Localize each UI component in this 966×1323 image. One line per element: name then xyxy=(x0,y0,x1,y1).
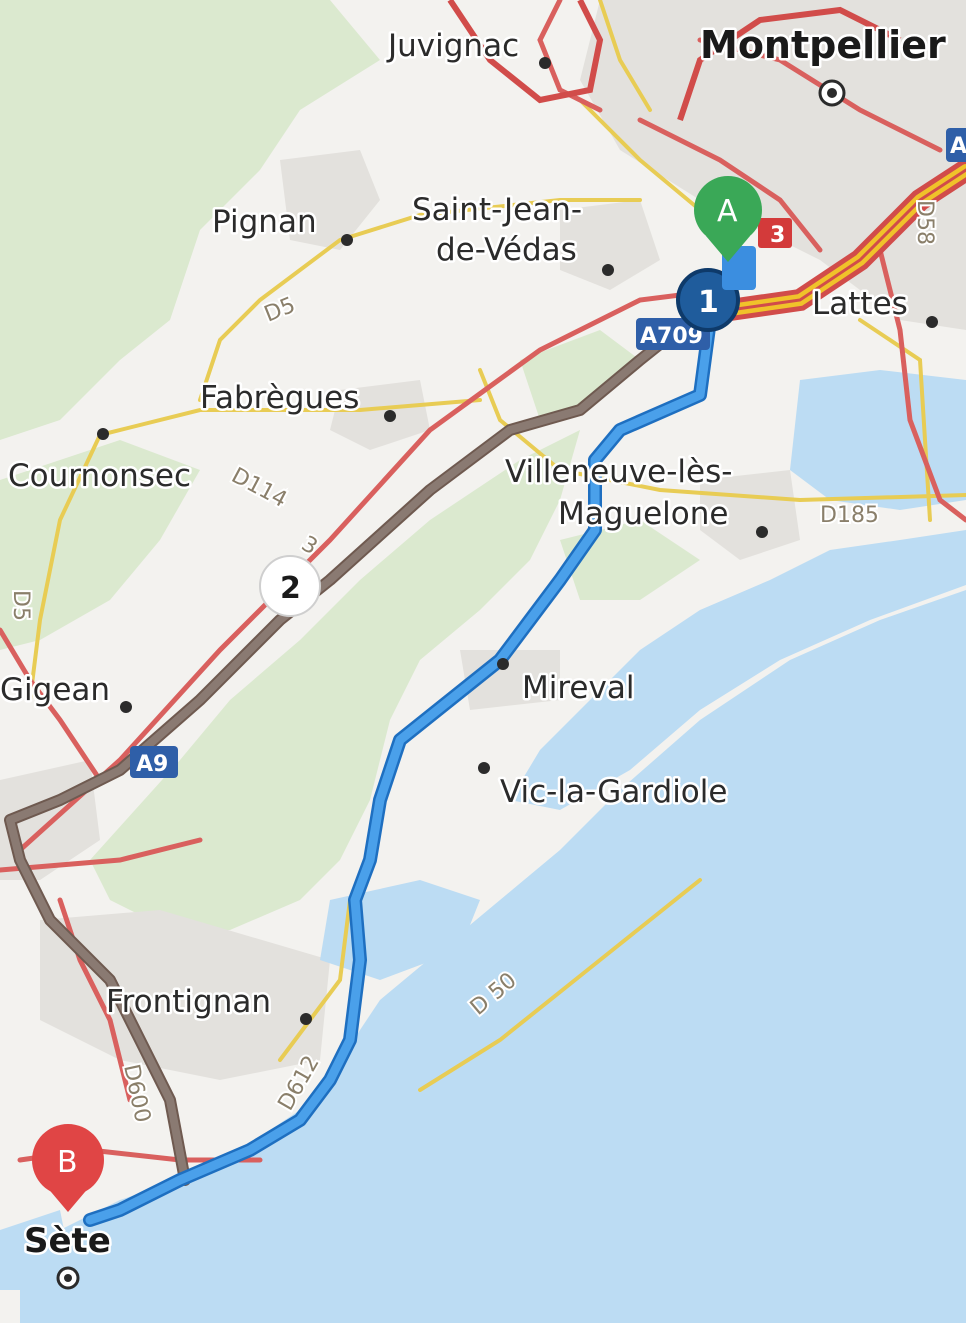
label-vic-la-gardiole: Vic-la-Gardiole xyxy=(500,774,727,810)
label-pignan: Pignan xyxy=(212,204,317,240)
shield-a9: A9 xyxy=(130,746,178,778)
place-labels: Juvignac Montpellier Pignan Saint-Jean- … xyxy=(0,21,948,1264)
label-mireval: Mireval xyxy=(522,670,634,706)
label-villeneuve-line2: Maguelone xyxy=(558,496,728,532)
svg-text:A: A xyxy=(950,134,966,159)
label-fabregues: Fabrègues xyxy=(200,380,359,416)
forest-areas xyxy=(0,0,700,930)
label-gigean: Gigean xyxy=(0,672,110,708)
svg-text:1: 1 xyxy=(698,285,719,320)
sete-marker-icon xyxy=(56,1266,80,1290)
svg-text:2: 2 xyxy=(280,571,301,606)
start-pin-icon[interactable]: A xyxy=(694,120,762,290)
start-pin-label: A xyxy=(717,194,738,229)
motorway-a9 xyxy=(719,159,966,321)
label-sete: Sète xyxy=(24,1221,111,1261)
primary-route xyxy=(83,263,737,1227)
town-dots xyxy=(97,57,938,1025)
label-saint-jean-line2: de-Védas xyxy=(436,232,577,268)
label-villeneuve-line1: Villeneuve-lès- xyxy=(505,454,732,490)
route-step-2-badge[interactable]: 2 xyxy=(259,555,321,617)
svg-text:A9: A9 xyxy=(136,752,168,777)
road-label-d58: D58 xyxy=(912,200,937,245)
svg-text:3: 3 xyxy=(770,223,785,248)
label-lattes: Lattes xyxy=(812,286,908,322)
label-cournonsec: Cournonsec xyxy=(8,458,191,494)
end-pin-icon[interactable]: B xyxy=(32,1124,104,1212)
shield-red-3: 3 xyxy=(758,218,792,248)
end-pin-label: B xyxy=(57,1145,78,1180)
road-label-d185: D185 xyxy=(820,503,879,528)
road-label-d5-west: D5 xyxy=(8,590,33,621)
alternative-route xyxy=(4,314,696,1186)
ring-roads xyxy=(447,0,902,121)
capital-marker-icon xyxy=(818,79,846,107)
label-saint-jean-line1: Saint-Jean- xyxy=(412,192,582,228)
label-montpellier: Montpellier xyxy=(700,23,946,67)
label-juvignac: Juvignac xyxy=(386,28,519,64)
label-frontignan: Frontignan xyxy=(106,984,271,1020)
shield-a-top: A xyxy=(946,128,966,162)
secondary-roads xyxy=(28,0,966,1092)
svg-text:A709: A709 xyxy=(640,324,703,349)
